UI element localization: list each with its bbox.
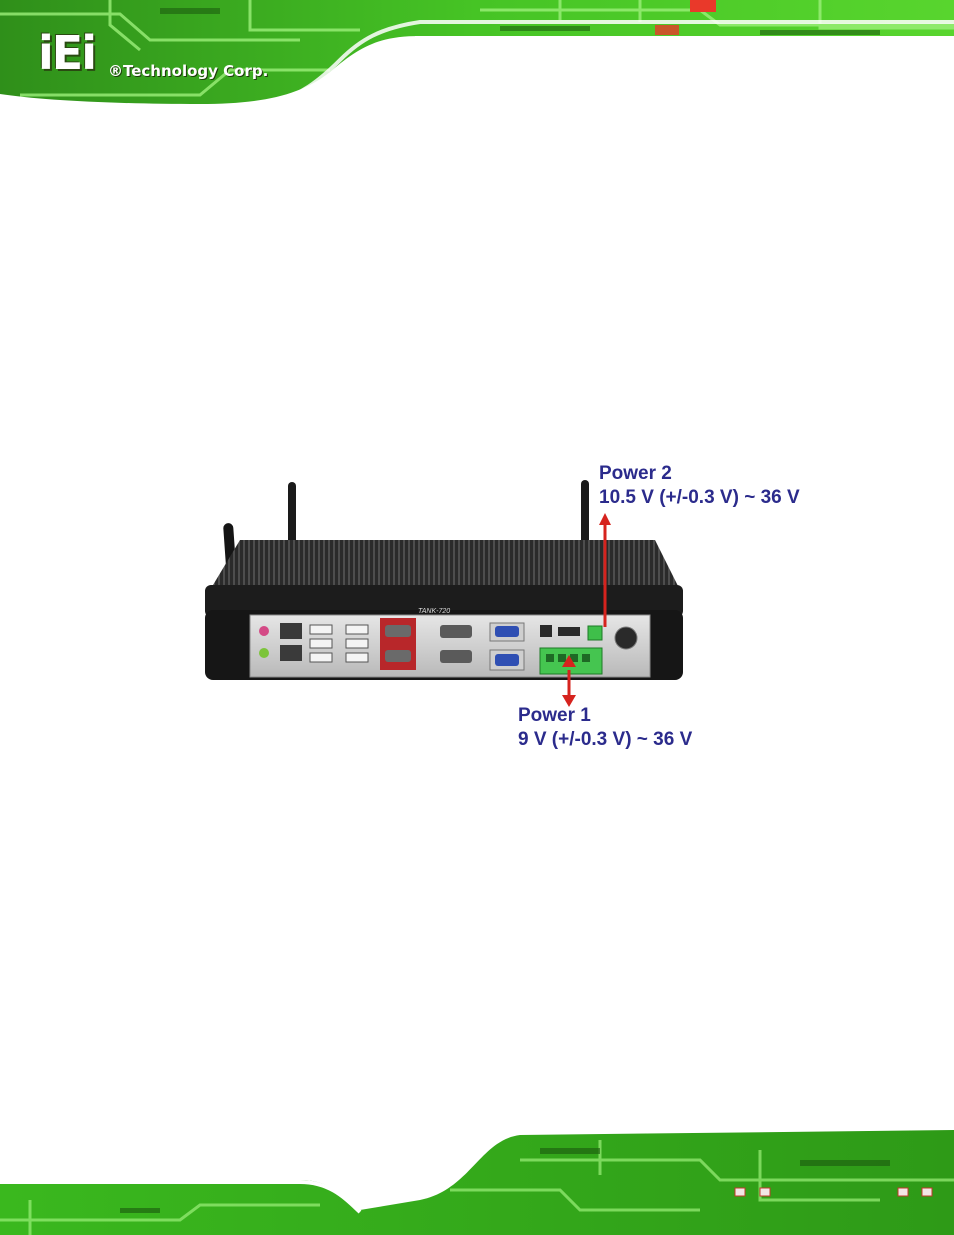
heatsink-fins [210,540,680,590]
lan-port-2 [280,645,302,661]
logo-mark: iEi [38,30,95,76]
com-port-isolated-1 [385,625,411,637]
device-model-label: TANK-720 [418,608,450,615]
com-port-isolated-2 [385,650,411,662]
power-2-terminal [588,626,602,640]
vga-port-2 [495,654,519,666]
power-input-figure: TANK-720 [200,455,840,755]
circuit-board-banner [0,0,954,112]
circuit-board-footer [0,1120,954,1235]
power-2-callout: Power 2 10.5 V (+/-0.3 V) ~ 36 V [599,462,800,510]
power-jack [615,627,637,649]
reset-button [540,625,552,637]
power-1-callout: Power 1 9 V (+/-0.3 V) ~ 36 V [518,704,692,752]
hdmi-port [558,627,580,636]
vga-port-1 [495,626,519,637]
brand-logo: iEi ®Technology Corp. [38,30,95,76]
audio-jack-pink [259,626,269,636]
lan-port-1 [280,623,302,639]
power-1-voltage-spec: 9 V (+/-0.3 V) ~ 36 V [518,728,692,752]
com-port-1 [440,625,472,638]
com-port-2 [440,650,472,663]
audio-jack-green [259,648,269,658]
antenna-right [581,480,589,550]
footer-banner [0,1120,954,1235]
power-2-voltage-spec: 10.5 V (+/-0.3 V) ~ 36 V [599,486,800,510]
logo-company-name: ®Technology Corp. [108,62,268,80]
power-2-title: Power 2 [599,462,800,486]
power-1-title: Power 1 [518,704,692,728]
header-banner: iEi ®Technology Corp. [0,0,954,112]
